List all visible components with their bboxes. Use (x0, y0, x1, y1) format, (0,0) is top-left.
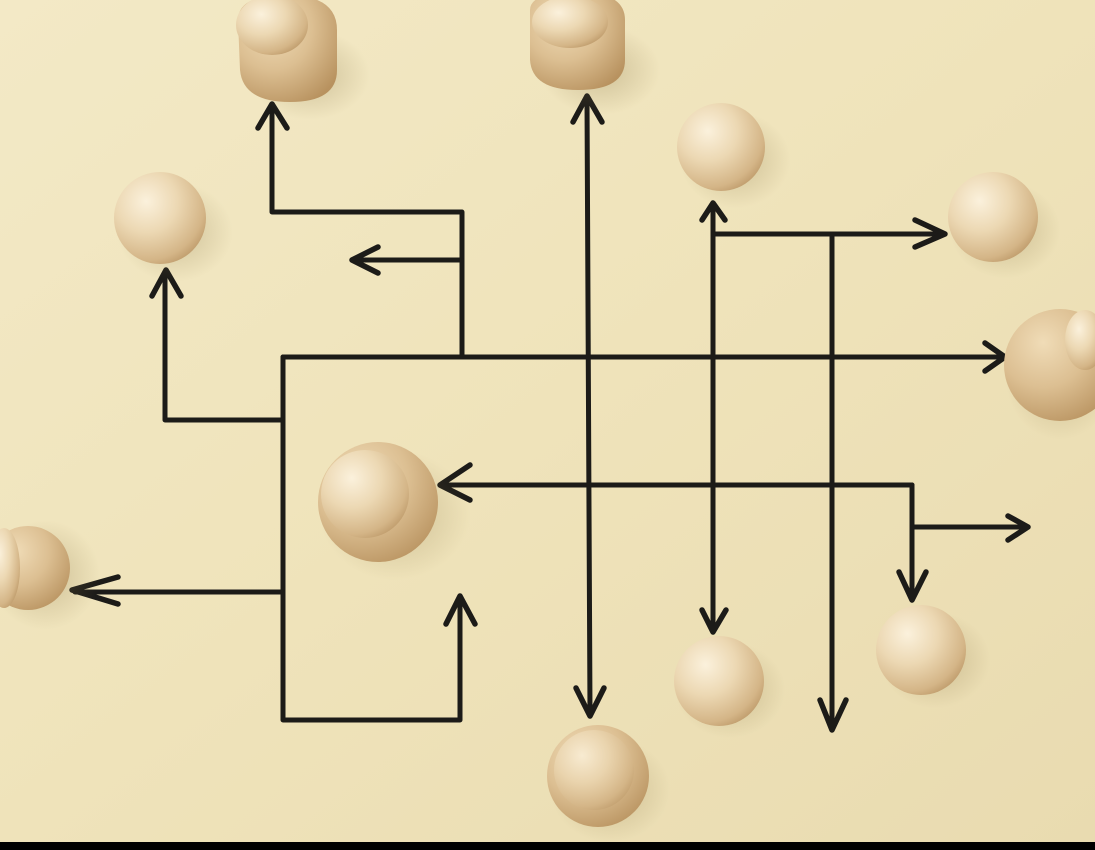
wooden-peg-top-left (236, 0, 337, 102)
wooden-peg-right-edge (1004, 309, 1095, 421)
branch-top-left-line (269, 107, 465, 360)
wooden-pieces (0, 0, 1095, 827)
wooden-peg-center (318, 442, 438, 562)
wooden-ball-bottom-right (876, 605, 966, 695)
wooden-peg-left-edge (0, 526, 70, 610)
arrow-down-center (573, 685, 607, 719)
bottom-border (0, 842, 1095, 850)
wooden-ball-upper-left (114, 172, 206, 264)
arrow-down-right-b (817, 697, 849, 733)
wooden-peg-bottom-center (547, 725, 649, 827)
arrow-down-right-a (699, 607, 729, 635)
ink-lines (72, 97, 1025, 728)
trunk-left-line (280, 354, 463, 723)
wooden-peg-top-center (530, 0, 625, 90)
branch-upper-left-line (162, 272, 286, 423)
wooden-ball-bottom-mid (674, 636, 764, 726)
wooden-ball-upper-mid-right (677, 103, 765, 191)
arrow-right-top (912, 217, 948, 250)
arrow-up-bottom-hook (443, 593, 478, 627)
arrow-left-short (349, 244, 381, 276)
wooden-ball-right-top (948, 172, 1038, 262)
center-vertical-line (584, 97, 593, 715)
arrow-down-right-c (896, 569, 929, 603)
arrow-right-short (1005, 513, 1031, 543)
